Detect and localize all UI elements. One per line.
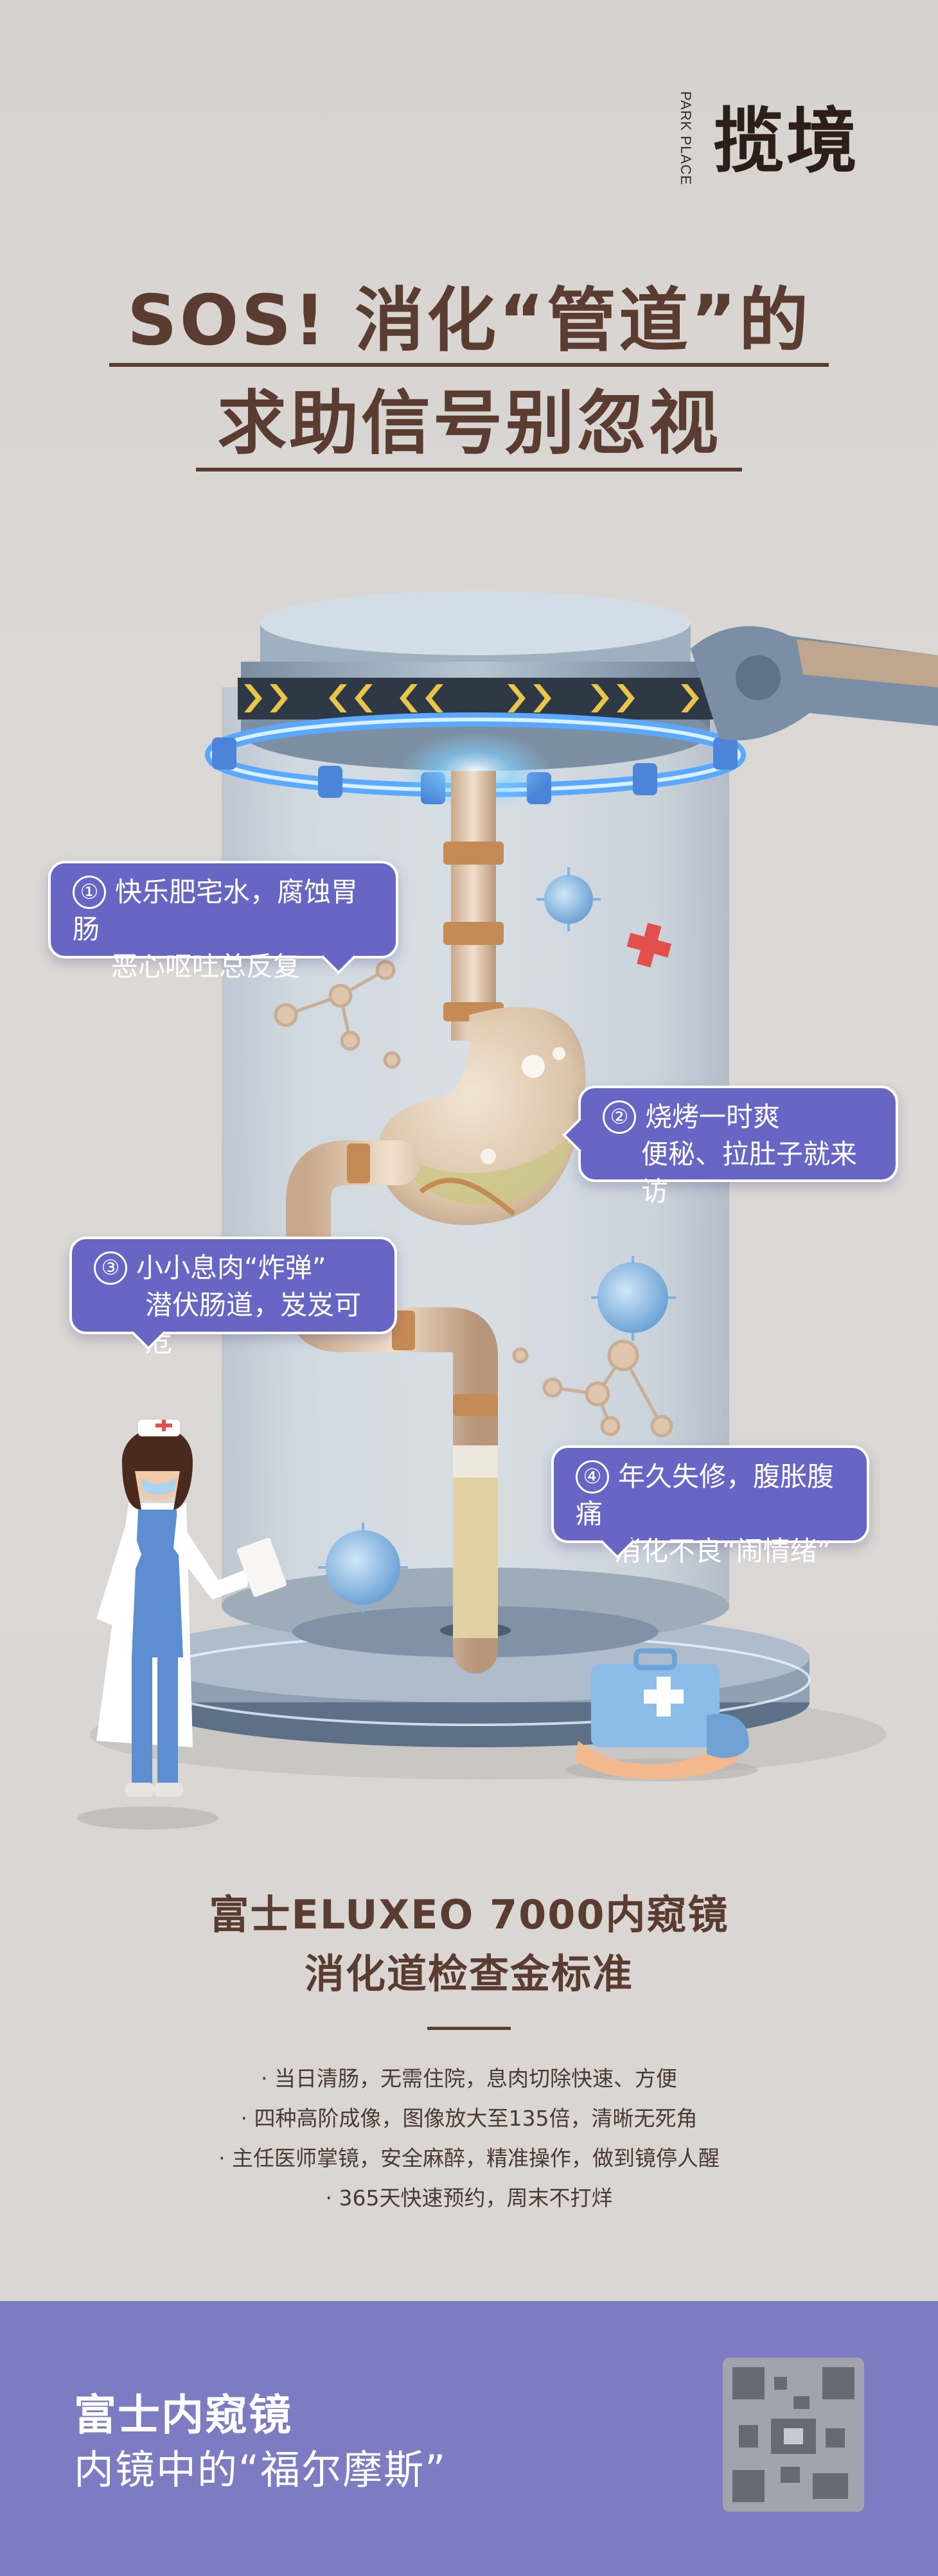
bubble-line-1: 小小息肉“炸弹” <box>136 1252 326 1284</box>
brand-subtitle: PARK PLACE <box>678 91 694 186</box>
symptom-bubble-2: ② 烧烤一时爽 便秘、拉肚子就来访 <box>562 1086 898 1207</box>
footer-tagline: 内镜中的“福尔摩斯” <box>74 2446 447 2493</box>
headline-underline-1 <box>109 363 829 367</box>
feature-item: 四种高阶成像，图像放大至135倍，清晰无死角 <box>0 2099 938 2139</box>
digestive-tube-illustration <box>77 591 938 1830</box>
doctor-figure <box>77 1420 287 1830</box>
qr-code[interactable] <box>723 2358 864 2512</box>
headline-underline-2 <box>196 468 742 472</box>
qr-code-icon <box>723 2358 864 2512</box>
symptom-bubble-3: ③ 小小息肉“炸弹” 潜伏肠道，岌岌可危 <box>69 1237 397 1358</box>
product-title: 富士ELUXEO 7000内窥镜 <box>209 1891 729 1938</box>
medical-kit <box>565 1648 758 1781</box>
virus-icon <box>318 867 676 1612</box>
bubble-line-1: 快乐肥宅水，腐蚀胃肠 <box>73 876 358 945</box>
number-badge: ① <box>73 876 106 909</box>
bubble-line-2: 消化不良“闹情绪” <box>614 1535 831 1567</box>
feature-item: 365天快速预约，周末不打烊 <box>0 2178 938 2218</box>
product-subtitle: 消化道检查金标准 <box>304 1950 633 1997</box>
feature-list: 当日清肠，无需住院，息肉切除快速、方便 四种高阶成像，图像放大至135倍，清晰无… <box>0 2059 938 2218</box>
feature-item: 主任医师掌镜，安全麻醉，精准操作，做到镜停人醒 <box>0 2139 938 2178</box>
number-badge: ② <box>603 1100 636 1134</box>
bubble-line-2: 恶心呕吐总反复 <box>111 951 301 982</box>
section-divider <box>427 2027 511 2030</box>
brand-logo: PARK PLACE 揽境 <box>668 77 880 186</box>
bubble-line-2: 便秘、拉肚子就来访 <box>641 1138 858 1207</box>
brand-name: 揽境 <box>713 100 860 182</box>
footer-title: 富士内窥镜 <box>74 2390 292 2440</box>
headline-line-1: SOS! 消化“管道”的 <box>127 281 811 361</box>
number-badge: ④ <box>576 1460 609 1494</box>
bubble-line-1: 烧烤一时爽 <box>645 1101 781 1133</box>
bubble-line-1: 年久失修，腹胀腹痛 <box>576 1461 835 1530</box>
headline-line-2: 求助信号别忽视 <box>217 384 721 464</box>
bubble-line-2: 潜伏肠道，岌岌可危 <box>145 1289 362 1358</box>
number-badge: ③ <box>94 1251 127 1285</box>
feature-item: 当日清肠，无需住院，息肉切除快速、方便 <box>0 2059 938 2099</box>
